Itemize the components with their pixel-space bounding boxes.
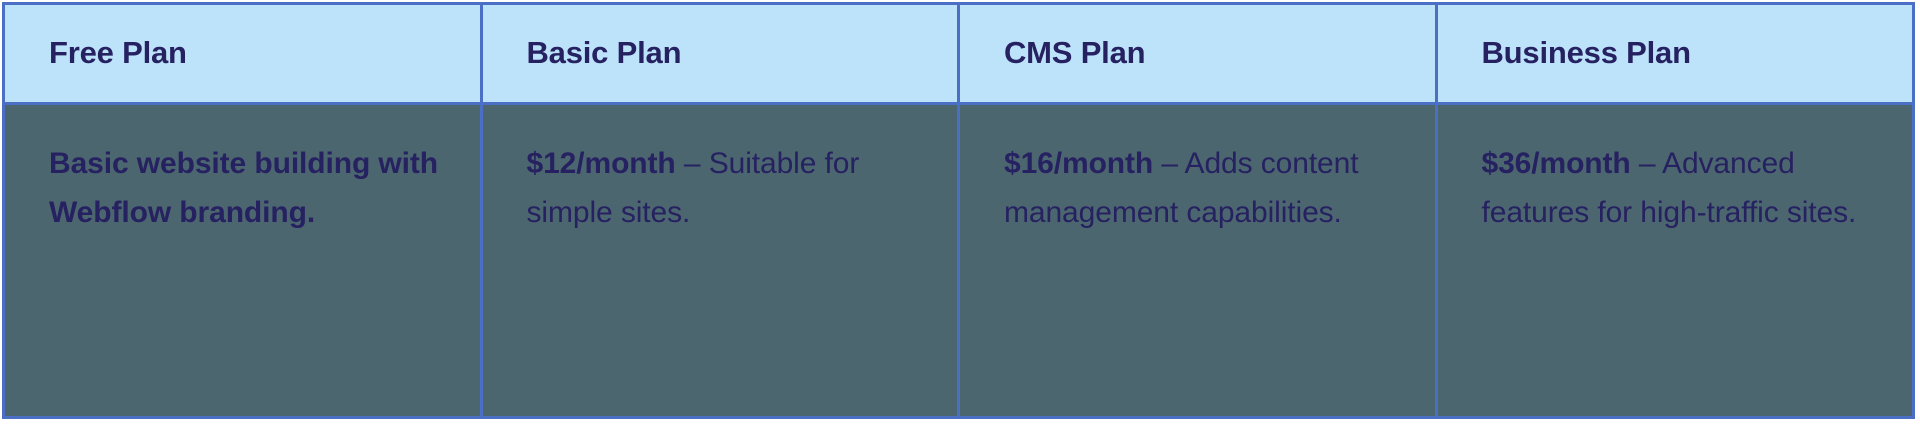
plan-detail: – Advanced features for high-traffic sit… bbox=[1481, 147, 1857, 229]
cell-free-plan-description: Basic website building with Webflow bran… bbox=[2, 102, 483, 419]
plan-description: Basic website building with Webflow bran… bbox=[49, 139, 452, 237]
plan-price: $16/month bbox=[1004, 147, 1154, 180]
table-header: Free Plan Basic Plan CMS Plan Business P… bbox=[2, 2, 1915, 105]
pricing-comparison-table: Free Plan Basic Plan CMS Plan Business P… bbox=[2, 2, 1915, 419]
plan-price: $12/month bbox=[526, 147, 676, 180]
column-header-label: Basic Plan bbox=[526, 35, 682, 71]
plan-detail: – Suitable for simple sites. bbox=[526, 147, 860, 229]
table-row: Basic website building with Webflow bran… bbox=[2, 102, 1915, 419]
table-body: Basic website building with Webflow bran… bbox=[2, 102, 1915, 419]
column-header-basic-plan: Basic Plan bbox=[479, 2, 960, 105]
cell-cms-plan-description: $16/month – Adds content management capa… bbox=[957, 102, 1438, 419]
column-header-label: Business Plan bbox=[1481, 35, 1692, 71]
column-header-business-plan: Business Plan bbox=[1434, 2, 1915, 105]
column-header-label: Free Plan bbox=[49, 35, 187, 71]
column-header-label: CMS Plan bbox=[1004, 35, 1146, 71]
plan-description: $12/month – Suitable for simple sites. bbox=[527, 139, 930, 237]
plan-description: $16/month – Adds content management capa… bbox=[1004, 139, 1407, 237]
plan-detail: Basic website building with Webflow bran… bbox=[49, 147, 439, 229]
column-header-cms-plan: CMS Plan bbox=[957, 2, 1438, 105]
plan-price: $36/month bbox=[1481, 147, 1631, 180]
plan-detail: – Adds content management capabilities. bbox=[1004, 147, 1359, 229]
column-header-free-plan: Free Plan bbox=[2, 2, 483, 105]
cell-basic-plan-description: $12/month – Suitable for simple sites. bbox=[479, 102, 960, 419]
cell-business-plan-description: $36/month – Advanced features for high-t… bbox=[1434, 102, 1915, 419]
plan-description: $36/month – Advanced features for high-t… bbox=[1482, 139, 1885, 237]
table-header-row: Free Plan Basic Plan CMS Plan Business P… bbox=[2, 2, 1915, 105]
